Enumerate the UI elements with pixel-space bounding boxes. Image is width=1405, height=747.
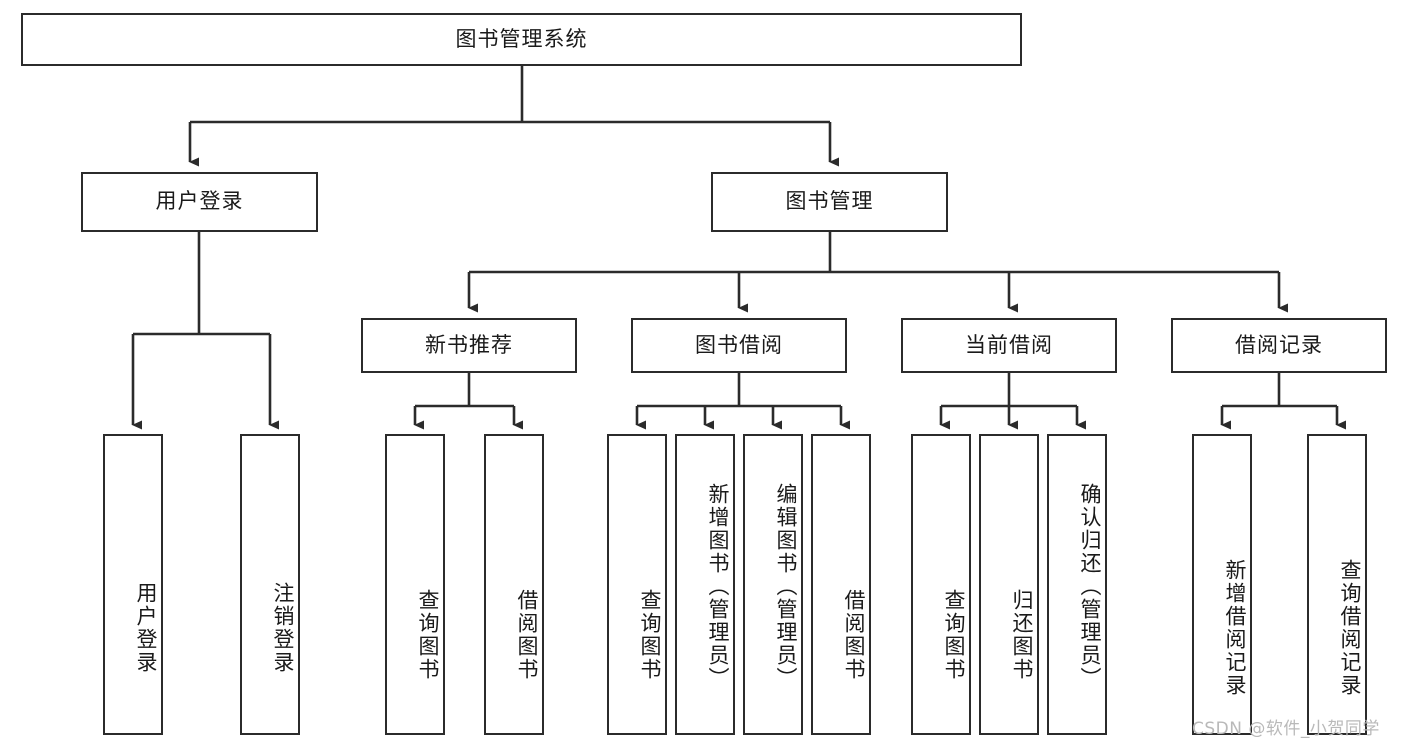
node-new-book-recommendation[interactable]: 新书推荐 <box>361 318 577 373</box>
node-label: 新增图书（管理员） <box>706 483 730 690</box>
node-label: 注销登录 <box>271 581 295 674</box>
node-label: 用户登录 <box>134 581 158 674</box>
leaf-book-borrow-add-book-admin[interactable]: 新增图书（管理员） <box>675 434 735 735</box>
node-label: 编辑图书（管理员） <box>774 483 798 690</box>
leaf-user-login-sign-out[interactable]: 注销登录 <box>240 434 300 735</box>
node-label: 借阅记录 <box>1235 332 1323 357</box>
node-book-management[interactable]: 图书管理 <box>711 172 948 232</box>
node-label: 新增借阅记录 <box>1223 558 1247 697</box>
node-label: 借阅图书 <box>515 588 539 681</box>
leaf-book-borrow-edit-book-admin[interactable]: 编辑图书（管理员） <box>743 434 803 735</box>
node-root-book-management-system[interactable]: 图书管理系统 <box>21 13 1022 66</box>
leaf-new-book-borrow-books[interactable]: 借阅图书 <box>484 434 544 735</box>
node-label: 借阅图书 <box>842 588 866 681</box>
node-label: 图书借阅 <box>695 332 783 357</box>
node-label: 查询借阅记录 <box>1338 558 1362 697</box>
node-label: 归还图书 <box>1010 588 1034 681</box>
node-book-borrowing[interactable]: 图书借阅 <box>631 318 847 373</box>
node-current-borrowing[interactable]: 当前借阅 <box>901 318 1117 373</box>
leaf-current-borrow-confirm-return-admin[interactable]: 确认归还（管理员） <box>1047 434 1107 735</box>
node-label: 确认归还（管理员） <box>1078 483 1102 690</box>
leaf-current-borrow-return-books[interactable]: 归还图书 <box>979 434 1039 735</box>
leaf-borrow-record-query-record[interactable]: 查询借阅记录 <box>1307 434 1367 735</box>
node-label: 查询图书 <box>942 588 966 681</box>
node-label: 图书管理 <box>785 189 874 214</box>
leaf-borrow-record-add-record[interactable]: 新增借阅记录 <box>1192 434 1252 735</box>
node-label: 查询图书 <box>638 588 662 681</box>
leaf-book-borrow-borrow-books[interactable]: 借阅图书 <box>811 434 871 735</box>
node-label: 查询图书 <box>416 588 440 681</box>
leaf-new-book-query-books[interactable]: 查询图书 <box>385 434 445 735</box>
leaf-user-login-sign-in[interactable]: 用户登录 <box>103 434 163 735</box>
leaf-current-borrow-query-books[interactable]: 查询图书 <box>911 434 971 735</box>
node-label: 图书管理系统 <box>455 26 588 51</box>
node-label: 当前借阅 <box>965 332 1053 357</box>
leaf-book-borrow-query-books[interactable]: 查询图书 <box>607 434 667 735</box>
csdn-watermark: CSDN @软件_小贺同学 <box>1192 719 1380 739</box>
node-user-login[interactable]: 用户登录 <box>81 172 318 232</box>
node-borrowing-record[interactable]: 借阅记录 <box>1171 318 1387 373</box>
node-label: 新书推荐 <box>425 332 513 357</box>
node-label: 用户登录 <box>155 189 244 214</box>
